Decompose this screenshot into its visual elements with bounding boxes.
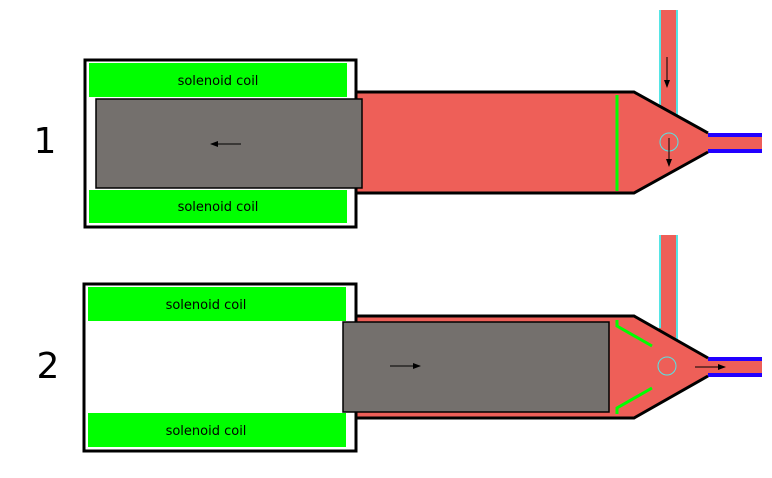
solenoid-coil-bottom [88, 413, 346, 447]
valve-open-bottom [615, 386, 653, 414]
outlet-tube [700, 357, 762, 377]
valve-open-top [615, 320, 653, 348]
diagram-label: 2 [37, 346, 60, 387]
coil-label: solenoid coil [166, 298, 247, 313]
diagram-1: 1 solenoid coil solenoid coil [34, 10, 762, 229]
pump-chamber [356, 92, 708, 193]
plunger [342, 321, 610, 413]
inlet-tube [659, 10, 678, 120]
inlet-tube [659, 235, 678, 345]
solenoid-coil-top [88, 287, 346, 321]
diagram-label: 1 [34, 121, 57, 162]
coil-label: solenoid coil [166, 424, 247, 439]
solenoid-coil-top [89, 63, 347, 97]
coil-label: solenoid coil [178, 200, 259, 215]
check-valve-ball [657, 356, 677, 376]
coil-label: solenoid coil [178, 74, 259, 89]
outlet-tube [700, 133, 762, 153]
diagram-2: 2 solenoid coil solenoid coil [37, 235, 762, 453]
solenoid-coil-bottom [89, 190, 347, 223]
